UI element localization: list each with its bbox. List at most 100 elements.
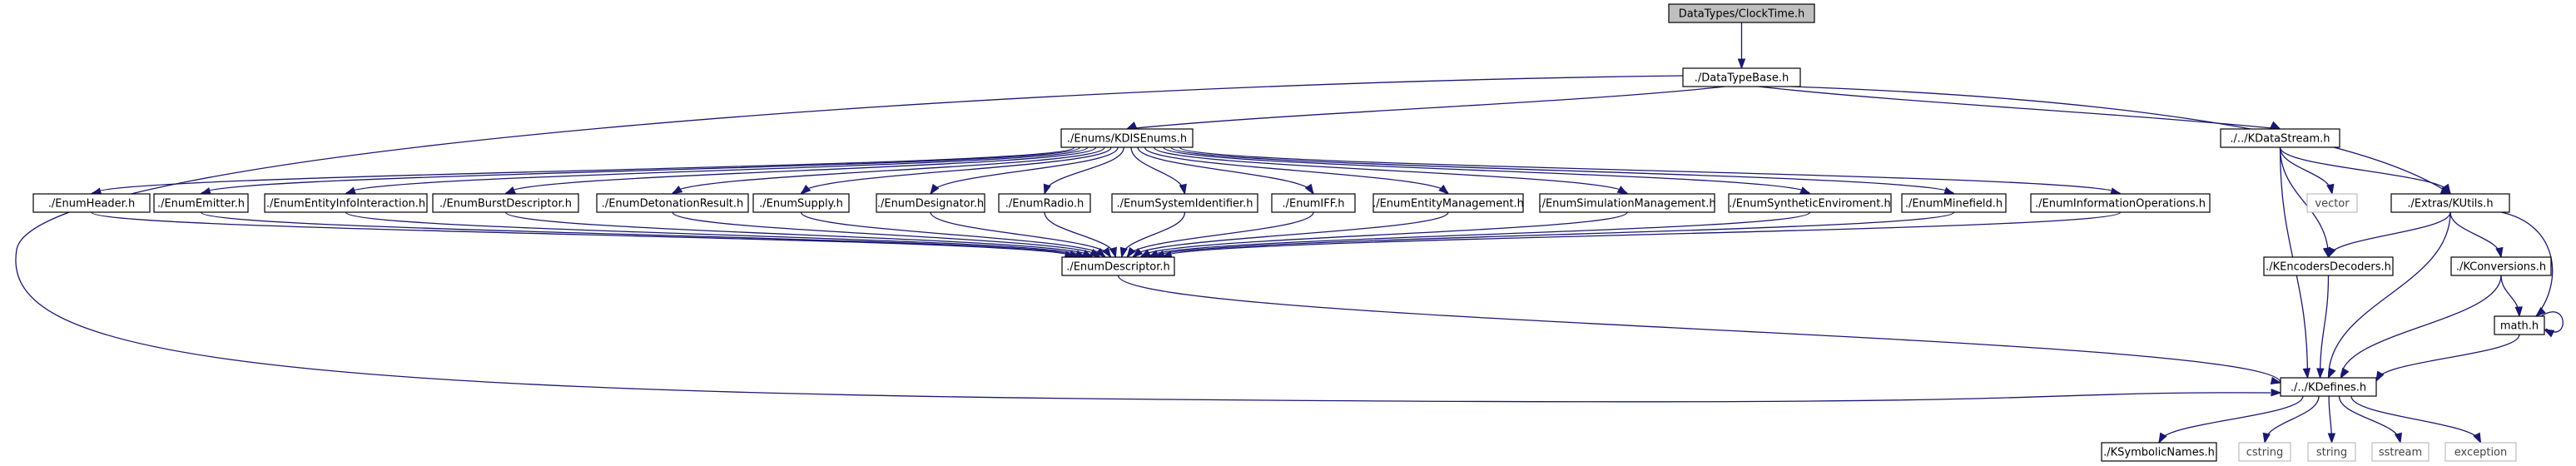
edge-arrowhead [2495,246,2504,259]
edge-arrowhead [2270,121,2281,130]
edge-arrowhead [2441,183,2451,196]
edge-kdisenums-to-enumheader [90,146,1075,196]
node-enumsysid[interactable]: ./EnumSystemIdentifier.h [1111,193,1258,213]
edge-enumsynth-to-enumdescriptor [1147,211,1811,258]
edge-line [1791,86,2451,195]
node-enumheader[interactable]: ./EnumHeader.h [32,193,151,213]
edge-line [2375,334,2520,382]
node-enumdetonation[interactable]: ./EnumDetonationResult.h [596,193,749,213]
edge-arrowhead [1125,121,1138,130]
node-kdefines[interactable]: ./../KDefines.h [2280,377,2377,397]
node-enumdescriptor[interactable]: ./EnumDescriptor.h [1061,256,1175,276]
node-enumsimmgmt[interactable]: ./EnumSimulationManagement.h [1538,193,1716,213]
node-label: math.h [2500,320,2539,333]
node-box [2444,442,2517,462]
node-math[interactable]: math.h [2494,315,2545,335]
edge-enumdesignator-to-enumdescriptor [930,211,1112,259]
edge-kconversions-to-math [2500,275,2523,318]
edge-enumentity-to-enumdescriptor [345,211,1087,258]
node-enumburst[interactable]: ./EnumBurstDescriptor.h [432,193,579,213]
node-label: ./DataTypeBase.h [1695,72,1789,85]
node-enumentitymgmt[interactable]: ./EnumEntityManagement.h [1372,193,1524,213]
node-label: ./EnumBurstDescriptor.h [439,198,572,211]
edge-kdisenums-to-enuminfoops [1179,146,2122,196]
node-box [1271,193,1356,213]
node-ksymbolic[interactable]: ./KSymbolicNames.h [2101,442,2217,462]
node-enummine[interactable]: ./EnumMinefield.h [1901,193,2007,213]
edge-datatypebase-to-kdisenums [1125,86,1725,130]
edge-enumsysid-to-enumdescriptor [1119,211,1186,259]
node-label: ./EnumSyntheticEnviroment.h [1729,198,1890,211]
edge-line [1126,211,1314,258]
node-box [432,193,579,213]
edge-arrowhead [345,186,356,195]
node-kencoders[interactable]: ./KEncodersDecoders.h [2263,256,2394,276]
node-kconversions[interactable]: ./KConversions.h [2450,256,2552,276]
node-enumradio[interactable]: ./EnumRadio.h [998,193,1091,213]
node-datatypebase[interactable]: ./DataTypeBase.h [1682,67,1801,87]
edge-kdefines-to-sstream [2338,395,2403,444]
node-box [2450,256,2552,276]
edge-kdisenums-to-enummine [1170,146,1955,195]
node-enumdesignator[interactable]: ./EnumDesignator.h [876,193,985,213]
edge-line [1117,275,2281,384]
edge-arrowhead [1094,247,1106,258]
edge-kdisenums-to-enumsysid [1130,146,1187,196]
edge-line [2279,146,2330,258]
node-label: ./EnumEntityManagement.h [1372,198,1524,211]
edges-layer [15,22,2564,444]
edge-line [200,211,1080,258]
node-box [2280,377,2377,397]
node-box [2263,256,2394,276]
node-label: string [2316,447,2347,459]
edge-line [504,146,1097,195]
node-enumemitter[interactable]: ./EnumEmitter.h [153,193,249,213]
node-label: sstream [2379,447,2422,459]
edge-arrowhead [1179,183,1187,196]
edge-line [1179,146,2122,195]
edge-arrowhead [2271,389,2282,397]
edge-clocktime-to-datatypebase [1737,22,1746,70]
edge-arrowhead [800,184,812,195]
edge-enumradio-to-enumdescriptor [1044,211,1117,259]
node-label: ./EnumDetonationResult.h [602,198,744,211]
node-kdisenums[interactable]: ./Enums/KDISEnums.h [1060,128,1194,148]
node-enumentity[interactable]: ./EnumEntityInfoInteraction.h [264,193,428,213]
edge-line [672,211,1100,258]
node-label: ./EnumEntityInfoInteraction.h [266,198,425,211]
node-box [2101,442,2217,462]
node-box [2371,442,2430,462]
edge-kdisenums-to-enumsimmgmt [1153,146,1629,195]
edge-arrowhead [2302,368,2311,379]
edge-arrowhead [1304,183,1314,196]
node-exception: exception [2444,442,2517,462]
node-kdatastream[interactable]: ./../KDataStream.h [2220,128,2340,148]
node-label: cstring [2246,447,2283,459]
node-box [2494,315,2545,335]
edge-line [2449,211,2502,258]
edge-line [1132,211,1449,258]
node-enumsupply[interactable]: ./EnumSupply.h [752,193,850,213]
edge-kdisenums-to-enumentity [345,146,1089,195]
node-enumiff[interactable]: ./EnumIFF.h [1271,193,1356,213]
edge-kutils-to-math [2500,211,2554,317]
node-box [2030,193,2211,213]
edge-line [2319,275,2330,379]
edge-enumentitymgmt-to-enumdescriptor [1132,211,1449,258]
edge-arrowhead [2316,368,2325,379]
edge-line [15,75,2271,403]
edge-arrowhead [2375,370,2385,383]
edge-line [800,211,1106,258]
edge-arrowhead [2473,432,2482,444]
node-kutils[interactable]: ./Extras/KUtils.h [2390,193,2510,213]
edge-kdisenums-to-enumsupply [800,146,1112,195]
edge-arrowhead [1132,247,1144,258]
edge-line [672,146,1105,195]
node-enuminfoops[interactable]: ./EnumInformationOperations.h [2030,193,2211,213]
edge-arrowhead [1109,246,1117,259]
node-label: ./EnumRadio.h [1005,198,1085,211]
node-clocktime[interactable]: DataTypes/ClockTime.h [1668,3,1815,23]
edge-arrowhead [2534,306,2546,317]
edge-arrowhead [2326,183,2335,196]
node-enumsynth[interactable]: ./EnumSyntheticEnviroment.h [1728,193,1892,213]
